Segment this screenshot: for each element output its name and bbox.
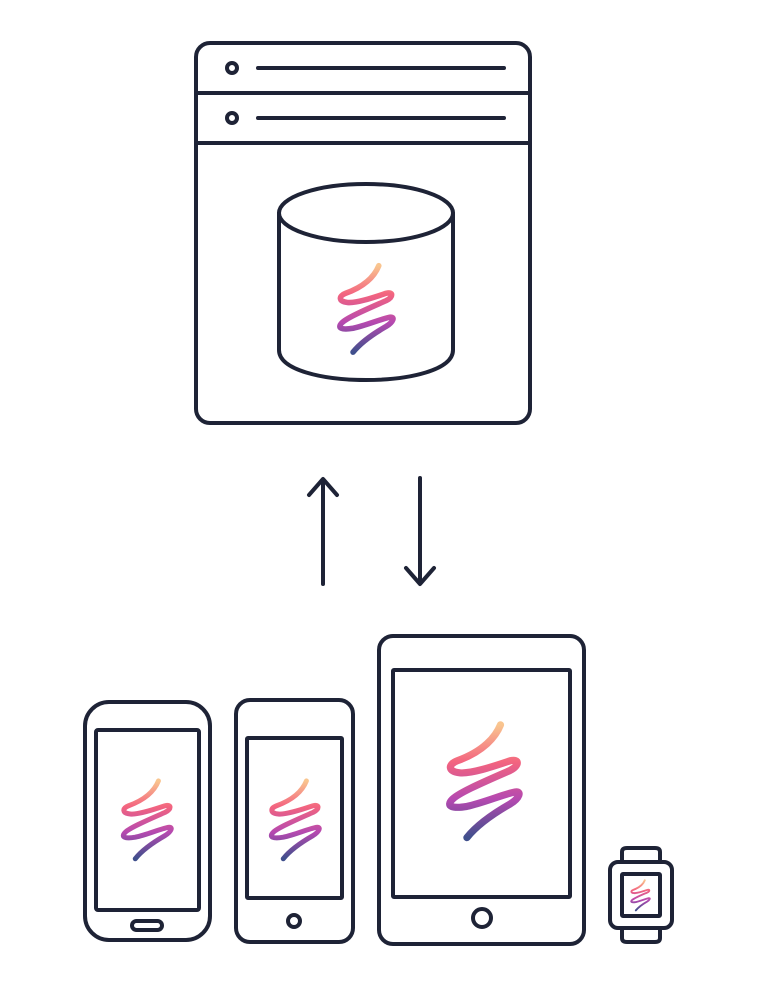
app-logo-icon bbox=[271, 781, 319, 859]
server-row-2 bbox=[225, 111, 506, 125]
arrow-up-icon bbox=[307, 477, 339, 586]
app-logo-icon bbox=[450, 725, 519, 838]
watch-icon bbox=[608, 846, 674, 944]
server-window-icon bbox=[194, 41, 532, 425]
app-logo-icon bbox=[340, 266, 393, 352]
database-icon bbox=[277, 182, 455, 382]
tablet-icon bbox=[377, 634, 586, 946]
app-logo-icon bbox=[123, 781, 171, 859]
android-phone-icon bbox=[83, 700, 212, 942]
arrow-down-icon bbox=[404, 476, 436, 586]
app-logo-icon bbox=[630, 879, 651, 912]
server-row-1 bbox=[225, 61, 506, 75]
iphone-icon bbox=[234, 698, 355, 944]
